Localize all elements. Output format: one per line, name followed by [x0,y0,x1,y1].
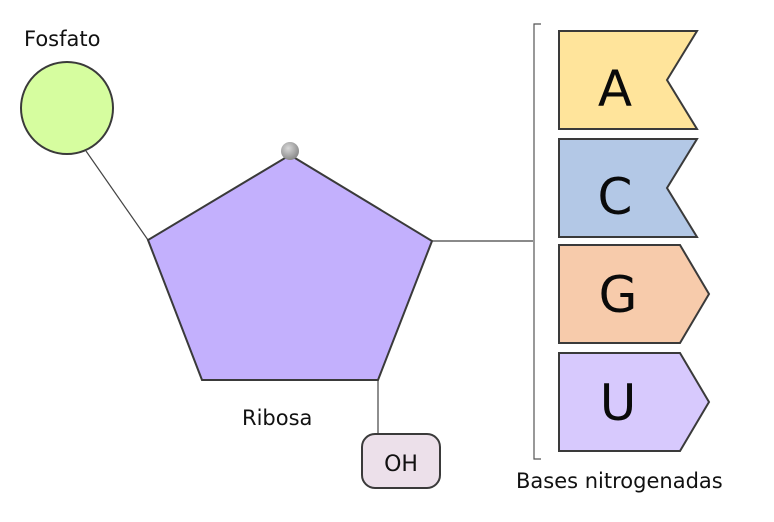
base-U-letter: U [600,374,637,432]
bases-bracket [533,23,541,460]
base-C-letter: C [598,168,633,226]
ribose-label: Ribosa [242,406,312,430]
phosphate-bond-line [85,150,149,241]
bases-title: Bases nitrogenadas [516,469,723,493]
hydroxyl-label: OH [384,452,418,477]
phosphate-label: Fosfato [24,27,100,51]
base-U: U [558,352,711,452]
base-C-shape [558,138,699,238]
base-A: A [558,30,699,130]
base-U-shape [558,352,711,452]
base-G-letter: G [599,266,638,324]
base-A-letter: A [598,60,632,118]
base-G-shape [558,244,711,344]
base-A-shape [558,30,699,130]
ribose-pentagon [146,153,434,381]
base-C: C [558,138,699,238]
base-G: G [558,244,711,344]
hydroxyl-box [361,433,441,489]
carbon-knob [281,142,299,160]
phosphate-circle [20,61,114,155]
